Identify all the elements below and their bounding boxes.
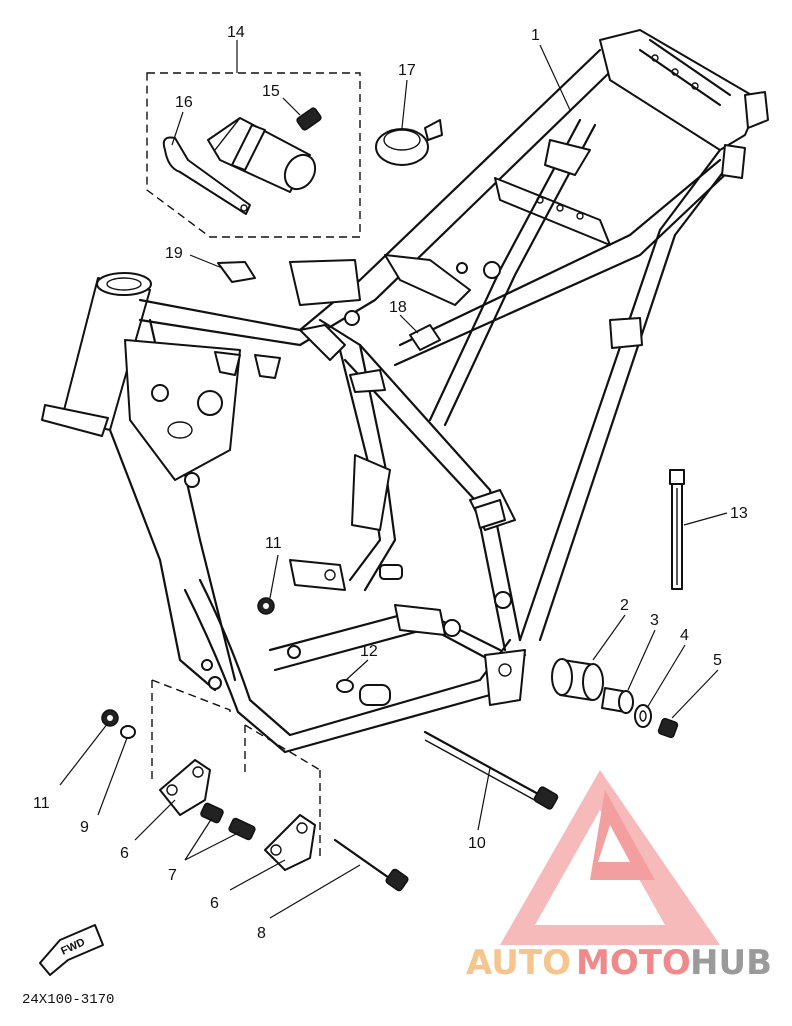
callout-12: 12 <box>360 643 378 660</box>
washer-left <box>120 725 136 739</box>
watermark-moto: MOTO <box>576 943 691 983</box>
mount-bolts-pair <box>200 802 256 841</box>
callout-8: 8 <box>257 925 266 942</box>
pivot-bolt <box>423 730 559 810</box>
head-pipe-top <box>96 272 152 296</box>
callout-7: 7 <box>168 867 177 884</box>
rubber-damper <box>551 658 604 701</box>
washer-mid <box>336 679 354 693</box>
hour-meter <box>375 119 443 166</box>
callout-1: 1 <box>531 27 540 44</box>
callout-15: 15 <box>262 83 280 100</box>
tool-kit-group-outline <box>146 72 361 238</box>
callout-2: 2 <box>620 597 629 614</box>
diagram-code: 24X100-3170 <box>22 992 114 1008</box>
engine-mount-group-outline-a <box>151 679 231 712</box>
washer <box>634 704 652 728</box>
callout-11b: 11 <box>265 535 282 552</box>
callout-19: 19 <box>165 245 183 262</box>
callout-18: 18 <box>389 299 407 316</box>
callout-5: 5 <box>713 652 722 669</box>
watermark-logo <box>500 770 720 945</box>
nut-left <box>101 709 119 727</box>
callout-13: 13 <box>730 505 748 522</box>
tool-bolt <box>296 107 322 131</box>
callout-16: 16 <box>175 94 193 111</box>
callout-14: 14 <box>227 24 245 41</box>
callout-17: 17 <box>398 62 416 79</box>
leader-lines <box>59 44 728 919</box>
callouts: 1 2 3 4 5 6 6 7 8 9 10 11 11 12 13 14 15… <box>33 24 748 942</box>
callout-4: 4 <box>680 627 689 644</box>
callout-6b: 6 <box>210 895 219 912</box>
callout-6a: 6 <box>120 845 129 862</box>
pivot-collar <box>359 684 391 706</box>
main-frame <box>41 29 769 754</box>
callout-3: 3 <box>650 612 659 629</box>
engine-mount-plate-lower <box>264 814 316 871</box>
cable-tie <box>669 469 685 590</box>
nut-mid <box>257 597 275 615</box>
collar <box>601 687 634 714</box>
watermark-hub: HUB <box>690 943 772 983</box>
spanner-wrench <box>162 136 251 215</box>
clip <box>217 261 256 283</box>
callout-9: 9 <box>80 819 89 836</box>
watermark-text: AUTO MOTO HUB <box>466 943 772 983</box>
watermark-auto: AUTO <box>466 943 571 983</box>
callout-10: 10 <box>468 835 486 852</box>
engine-mount-plate-upper <box>159 759 211 816</box>
nut <box>657 717 679 739</box>
tool-bag <box>207 117 317 193</box>
callout-11a: 11 <box>33 795 50 812</box>
forward-arrow-icon: FWD <box>39 924 104 976</box>
bolt-long-lower <box>333 838 409 892</box>
